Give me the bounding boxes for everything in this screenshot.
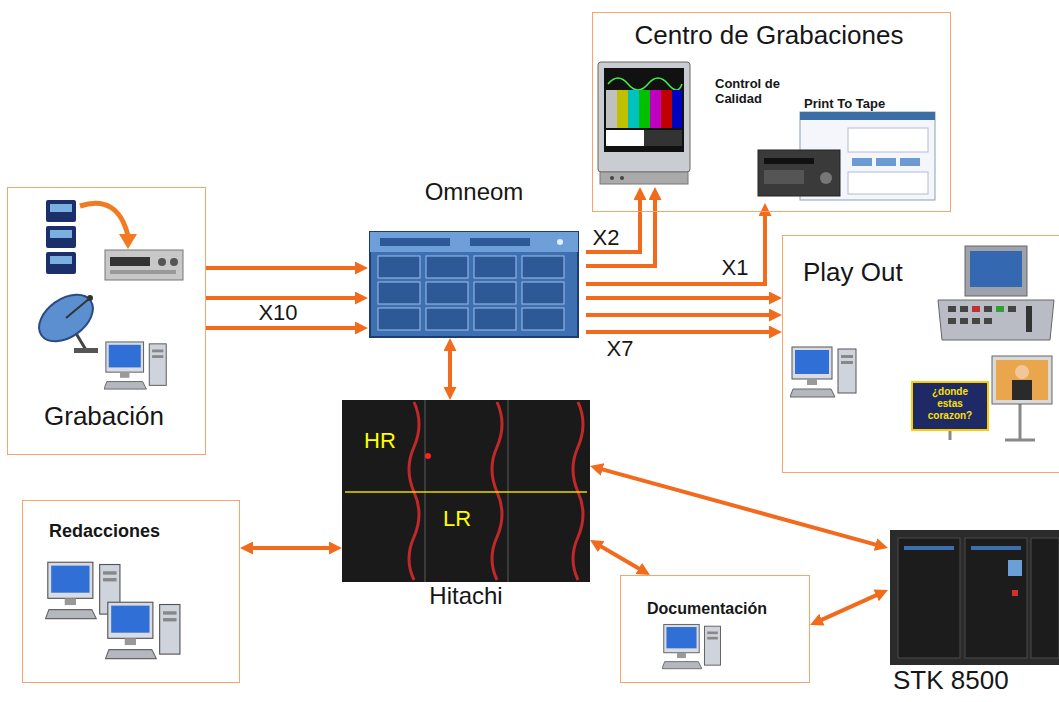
load-arrow xyxy=(80,203,137,249)
tv-set-sign xyxy=(912,356,1052,440)
node-text: Hitachi xyxy=(340,582,592,610)
playout-box: Play Out xyxy=(782,235,1059,473)
flow-arrow xyxy=(586,196,640,252)
video-server: Omneom xyxy=(368,176,586,338)
tape-deck xyxy=(105,250,183,280)
node-text: Play Out xyxy=(803,258,903,288)
computer-icon xyxy=(106,602,180,658)
flow-arrow xyxy=(818,594,880,622)
link-count: X7 xyxy=(607,338,634,360)
tape-library: STK 8500 xyxy=(888,528,1059,702)
flow-arrow xyxy=(586,296,773,300)
computer-icon xyxy=(790,347,856,397)
node-text: Control de Calidad xyxy=(715,77,797,107)
node-text: LR xyxy=(443,506,471,531)
high-res-partition: HR xyxy=(342,400,590,492)
flow-arrow xyxy=(586,313,773,317)
link-count: X2 xyxy=(593,227,620,249)
node-text: Grabación xyxy=(8,402,200,432)
flow-arrow xyxy=(586,212,765,284)
node-text: Print To Tape xyxy=(804,97,885,112)
flow-arrow xyxy=(599,468,880,545)
node-text: Documentación xyxy=(647,600,767,618)
storage-array: Hitachi HR LR xyxy=(340,398,598,614)
computer-icon xyxy=(662,624,720,668)
vision-mixer xyxy=(938,246,1054,340)
tape-cassettes xyxy=(46,200,76,274)
link-count: X10 xyxy=(258,302,297,324)
flow-arrow xyxy=(206,326,359,330)
flow-arrow xyxy=(586,196,655,266)
flow-arrow xyxy=(206,296,359,300)
storage-rack xyxy=(342,400,590,582)
server-chassis xyxy=(370,232,578,337)
low-res-partition: LR xyxy=(342,492,590,582)
sign-text: ¿donde estas corazon? xyxy=(925,386,975,422)
node-text: STK 8500 xyxy=(893,666,1009,696)
node-text: HR xyxy=(364,428,396,453)
flow-arrow xyxy=(249,546,333,550)
flow-arrow xyxy=(586,330,773,334)
link-count: X1 xyxy=(722,257,749,279)
print-to-tape-station: Print To Tape xyxy=(756,95,939,203)
flow-arrow xyxy=(206,266,359,270)
video-recorder xyxy=(758,150,840,196)
tape-library-cabinet xyxy=(890,530,1059,665)
node-text: Redacciones xyxy=(49,521,160,542)
node-text: Centro de Grabaciones xyxy=(593,21,945,51)
newsroom-box: Redacciones xyxy=(22,500,240,683)
quality-monitor: Control de Calidad xyxy=(599,61,693,187)
flow-arrow xyxy=(598,545,642,571)
recording-center-box: Centro de GrabacionesControl de CalidadP… xyxy=(592,12,951,212)
satellite-dish xyxy=(31,285,102,353)
recording-box: Grabación xyxy=(7,187,206,455)
node-text: Omneom xyxy=(368,178,580,206)
waveform-monitor xyxy=(598,62,690,184)
documentation-box: Documentación xyxy=(620,575,810,683)
flow-arrow xyxy=(448,347,452,391)
computer-icon xyxy=(104,342,166,389)
